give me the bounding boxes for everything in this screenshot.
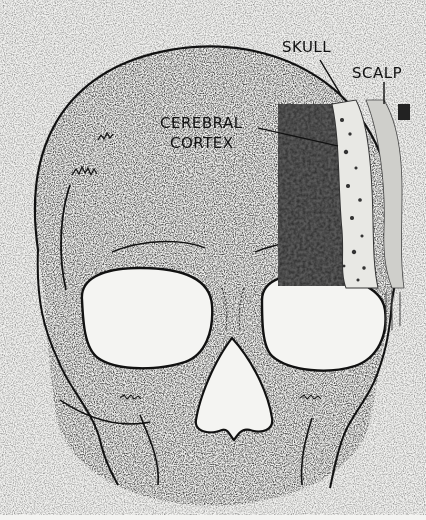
left-eye-orbit	[82, 268, 212, 368]
right-eye-orbit	[262, 274, 386, 370]
label-cortex: CORTEX	[170, 134, 234, 152]
label-skull: SKULL	[282, 38, 331, 56]
label-scalp: SCALP	[352, 64, 402, 82]
label-cerebral: CEREBRAL	[160, 114, 243, 132]
scalp-tag-mark	[398, 104, 410, 120]
